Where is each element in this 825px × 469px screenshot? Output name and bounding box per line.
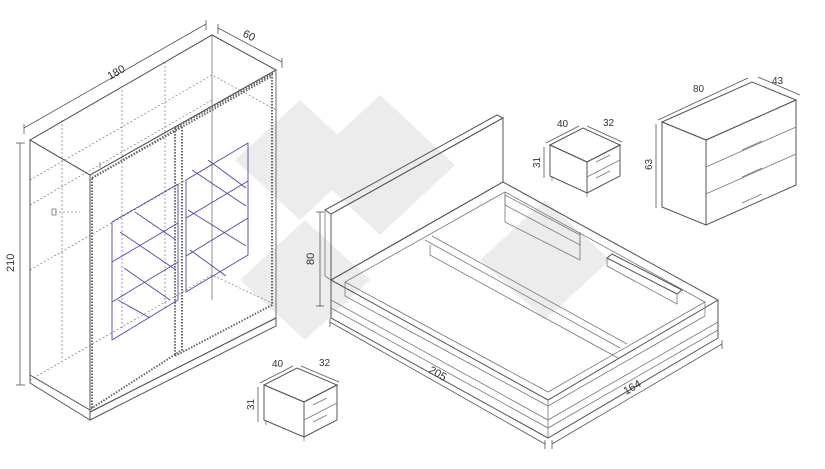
dresser-drawing [655,76,801,226]
dresser-height-label: 63 [644,158,655,170]
wardrobe-drawing [16,20,283,421]
wardrobe-depth-label: 60 [241,28,257,44]
bed-headboard-height-label: 80 [305,253,317,265]
watermark-logo [235,95,610,340]
dresser-width-label: 80 [693,84,705,95]
nightstand-top-drawing [543,125,623,197]
wardrobe-width-label: 180 [106,63,128,83]
nightstand-bottom-depth-label: 32 [319,358,331,369]
nightstand-top-height-label: 31 [532,156,543,168]
nightstand-bottom-height-label: 31 [246,398,257,410]
nightstand-bottom-width-label: 40 [272,359,284,370]
bed-width-label: 164 [622,378,644,398]
wardrobe-height-label: 210 [5,254,17,272]
nightstand-top-width-label: 40 [557,119,569,130]
bed-drawing [316,114,723,449]
nightstand-top-depth-label: 32 [603,118,615,129]
dresser-depth-label: 43 [772,76,784,87]
nightstand-bottom-drawing [257,365,340,441]
